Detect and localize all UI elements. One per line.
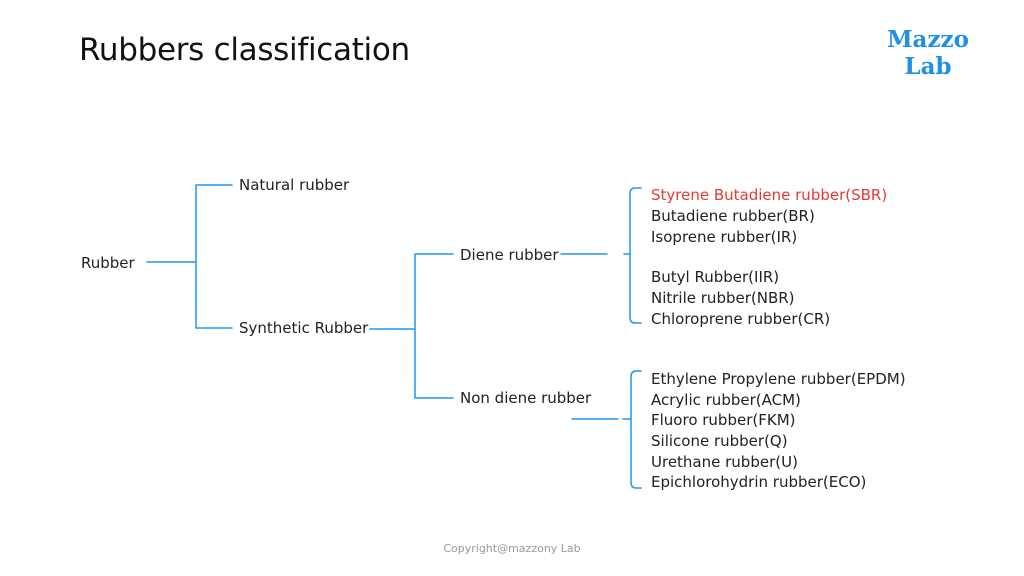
leaf-u: Urethane rubber(U) (651, 453, 798, 471)
node-natural-rubber: Natural rubber (239, 176, 350, 194)
leaf-iir: Butyl Rubber(IIR) (651, 268, 780, 286)
leaf-sbr: Styrene Butadiene rubber(SBR) (651, 186, 888, 204)
connector-group (146, 184, 642, 489)
logo-line-2: Lab (904, 53, 952, 80)
copyright-footer: Copyright@mazzony Lab (443, 542, 581, 555)
node-rubber: Rubber (81, 254, 135, 272)
bracket-diene (629, 187, 642, 324)
node-non-diene-rubber: Non diene rubber (460, 389, 592, 407)
leaf-acm: Acrylic rubber(ACM) (651, 391, 801, 409)
leaf-br: Butadiene rubber(BR) (651, 207, 815, 225)
leaf-ir: Isoprene rubber(IR) (651, 228, 798, 246)
node-diene-rubber: Diene rubber (460, 246, 559, 264)
bracket-non-diene (630, 370, 642, 489)
leaf-eco: Epichlorohydrin rubber(ECO) (651, 473, 867, 491)
mazzo-lab-logo: Mazzo Lab (878, 26, 978, 80)
logo-line-1: Mazzo (887, 26, 969, 53)
leaf-epdm: Ethylene Propylene rubber(EPDM) (651, 370, 906, 388)
slide-title: Rubbers classification (79, 32, 410, 68)
node-synthetic-rubber: Synthetic Rubber (239, 319, 369, 337)
leaf-cr: Chloroprene rubber(CR) (651, 310, 831, 328)
leaf-q: Silicone rubber(Q) (651, 432, 788, 450)
connector-synthetic-branch (414, 253, 454, 399)
leaf-fkm: Fluoro rubber(FKM) (651, 411, 796, 429)
connector-root-branch (195, 184, 233, 329)
leaf-nbr: Nitrile rubber(NBR) (651, 289, 795, 307)
